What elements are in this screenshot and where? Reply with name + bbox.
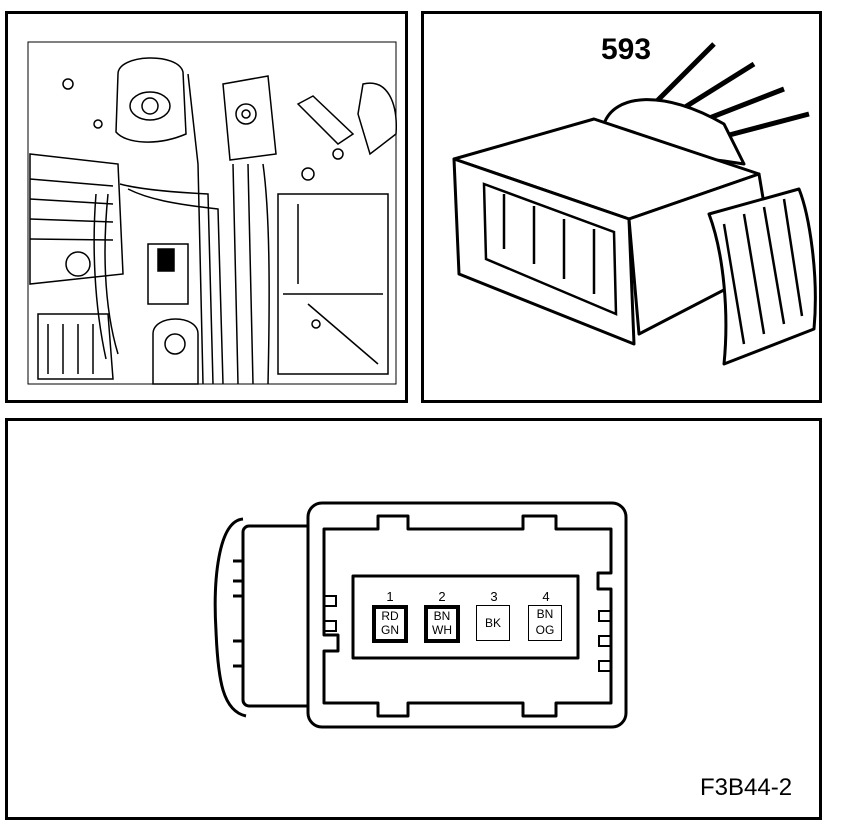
wire-color-main: BN: [433, 609, 451, 623]
connector-pinout-panel: 1 RD GN 2 BN WH 3 BK 4 BN OG: [5, 418, 822, 820]
pin-wire-box: BK: [476, 605, 510, 641]
pin-4: 4 BN OG: [528, 589, 564, 641]
engine-bay-illustration: [27, 41, 397, 385]
wire-color-main: BK: [484, 616, 501, 630]
pin-1: 1 RD GN: [372, 589, 408, 643]
pin-number: 3: [490, 589, 498, 604]
engine-bay-panel: [5, 11, 408, 403]
wire-color-stripe: GN: [381, 623, 399, 637]
wire-color-main: RD: [381, 609, 399, 623]
connector-face-diagram: [213, 501, 628, 729]
pin-3: 3 BK: [476, 589, 512, 641]
pin-list: 1 RD GN 2 BN WH 3 BK 4 BN OG: [358, 589, 573, 659]
figure-reference: F3B44-2: [700, 774, 793, 801]
pin-wire-box: BN OG: [528, 605, 562, 641]
wire-color-stripe: OG: [535, 623, 555, 637]
pin-number: 2: [438, 589, 446, 604]
pin-number: 1: [386, 589, 394, 604]
pin-wire-box: BN WH: [424, 605, 460, 643]
wire-color-stripe: WH: [432, 623, 452, 637]
pin-number: 4: [542, 589, 550, 604]
connector-3d-illustration: [452, 42, 817, 366]
pin-2: 2 BN WH: [424, 589, 460, 643]
wire-color-main: BN: [536, 607, 554, 621]
connector-number: 593: [601, 33, 652, 66]
connector-3d-panel: 593: [421, 11, 822, 403]
pin-wire-box: RD GN: [372, 605, 408, 643]
